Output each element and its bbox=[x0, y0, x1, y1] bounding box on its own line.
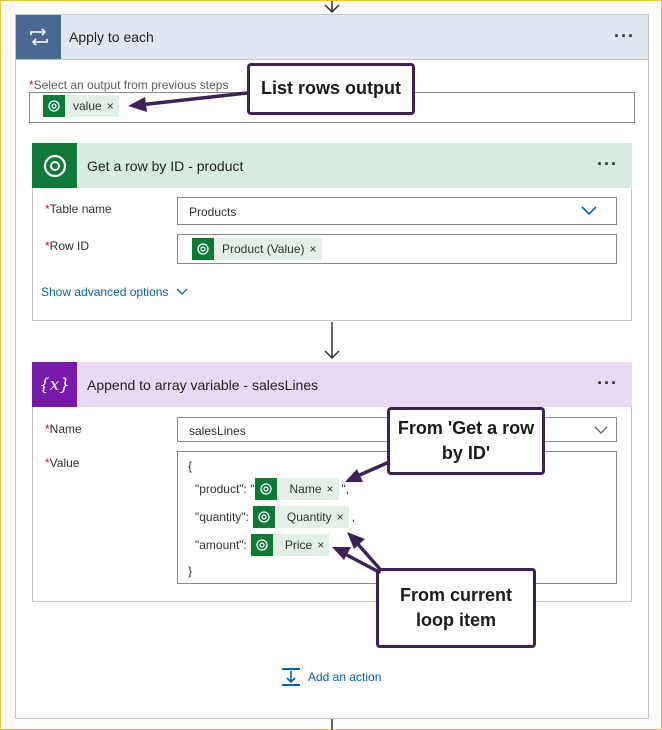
chevron-down-icon[interactable] bbox=[581, 206, 597, 216]
select-output-label: *Select an output from previous steps bbox=[29, 78, 228, 92]
json-product-line: "product": " Name × ", bbox=[195, 475, 349, 503]
callout-from-loop: From current loop item bbox=[376, 568, 536, 648]
name-token-label: Name bbox=[289, 482, 322, 496]
callout-from-get-row: From 'Get a row by ID' bbox=[387, 407, 545, 475]
json-amount-line: "amount": Price × bbox=[195, 531, 330, 559]
add-action-icon bbox=[282, 668, 300, 686]
json-quantity-suffix: , bbox=[351, 510, 355, 524]
callout-from-loop-text: From current loop item bbox=[399, 584, 513, 630]
value-token-remove[interactable]: × bbox=[106, 99, 114, 113]
product-value-token[interactable]: Product (Value) × bbox=[192, 238, 322, 260]
get-row-title: Get a row by ID - product bbox=[87, 158, 244, 174]
name-token[interactable]: Name × bbox=[255, 478, 339, 500]
price-token-remove[interactable]: × bbox=[317, 538, 325, 552]
show-advanced-options-label: Show advanced options bbox=[41, 285, 169, 299]
loop-icon bbox=[16, 15, 61, 59]
arrow-from-loop-2 bbox=[332, 547, 381, 574]
value-label-text: Value bbox=[49, 456, 80, 470]
dataverse-icon bbox=[43, 95, 65, 117]
json-open-brace: { bbox=[188, 459, 193, 473]
table-name-dropdown[interactable] bbox=[177, 197, 617, 225]
quantity-token-remove[interactable]: × bbox=[336, 510, 344, 524]
product-value-token-label: Product (Value) bbox=[222, 242, 305, 256]
add-action-label: Add an action bbox=[308, 670, 382, 684]
add-action-button[interactable]: Add an action bbox=[281, 667, 381, 687]
json-amount-key: "amount": bbox=[195, 538, 247, 552]
select-output-label-text: Select an output from previous steps bbox=[33, 78, 229, 92]
arrow-from-get-row bbox=[345, 461, 389, 482]
price-token-label: Price bbox=[284, 538, 313, 552]
product-value-token-remove[interactable]: × bbox=[309, 242, 317, 256]
bottom-connector-line bbox=[331, 719, 333, 730]
dataverse-icon bbox=[255, 478, 278, 500]
arrow-list-rows bbox=[128, 91, 249, 112]
top-connector-arrow bbox=[324, 1, 340, 14]
apply-to-each-header[interactable] bbox=[15, 14, 649, 60]
arrow-from-loop-1 bbox=[347, 532, 381, 570]
table-name-label-text: Table name bbox=[49, 202, 112, 216]
table-name-value: Products bbox=[189, 205, 237, 219]
value-label: *Value bbox=[45, 456, 79, 470]
variable-icon: {x} bbox=[32, 362, 77, 407]
chevron-down-icon[interactable] bbox=[594, 426, 608, 435]
callout-from-get-row-text: From 'Get a row by ID' bbox=[397, 417, 535, 463]
apply-to-each-title: Apply to each bbox=[69, 29, 154, 45]
callout-list-rows-text: List rows output bbox=[261, 78, 401, 99]
chevron-down-icon bbox=[176, 288, 188, 295]
required-mark: * bbox=[45, 456, 50, 470]
json-product-key: "product": " bbox=[195, 482, 255, 496]
append-variable-title: Append to array variable - salesLines bbox=[87, 377, 319, 393]
json-quantity-line: "quantity": Quantity × , bbox=[195, 503, 355, 531]
price-token[interactable]: Price × bbox=[250, 534, 330, 556]
append-variable-more-button[interactable]: ··· bbox=[597, 373, 618, 393]
required-mark: * bbox=[45, 422, 50, 436]
row-id-label: *Row ID bbox=[45, 239, 89, 253]
apply-to-each-more-button[interactable]: ··· bbox=[614, 26, 635, 46]
dataverse-icon bbox=[192, 238, 214, 260]
required-mark: * bbox=[29, 78, 34, 92]
callout-list-rows: List rows output bbox=[247, 63, 415, 115]
quantity-token[interactable]: Quantity × bbox=[252, 506, 349, 528]
dataverse-icon bbox=[250, 534, 273, 556]
required-mark: * bbox=[45, 202, 50, 216]
name-label: *Name bbox=[45, 422, 82, 436]
get-row-header[interactable] bbox=[32, 143, 632, 188]
json-close-brace: } bbox=[188, 564, 193, 578]
json-quantity-key: "quantity": bbox=[195, 510, 249, 524]
name-token-remove[interactable]: × bbox=[326, 482, 334, 496]
name-value: salesLines bbox=[189, 424, 246, 438]
quantity-token-label: Quantity bbox=[286, 510, 332, 524]
value-token-label: value bbox=[73, 99, 102, 113]
row-id-label-text: Row ID bbox=[49, 239, 90, 253]
append-variable-header[interactable] bbox=[32, 362, 632, 407]
table-name-label: *Table name bbox=[45, 202, 112, 216]
required-mark: * bbox=[45, 239, 50, 253]
json-product-suffix: ", bbox=[341, 482, 350, 496]
dataverse-icon bbox=[252, 506, 275, 528]
value-token[interactable]: value × bbox=[43, 95, 119, 117]
dataverse-icon bbox=[32, 143, 77, 188]
name-label-text: Name bbox=[49, 422, 82, 436]
get-row-more-button[interactable]: ··· bbox=[597, 154, 618, 174]
middle-connector-arrow bbox=[324, 322, 340, 360]
show-advanced-options-link[interactable]: Show advanced options bbox=[41, 285, 188, 299]
